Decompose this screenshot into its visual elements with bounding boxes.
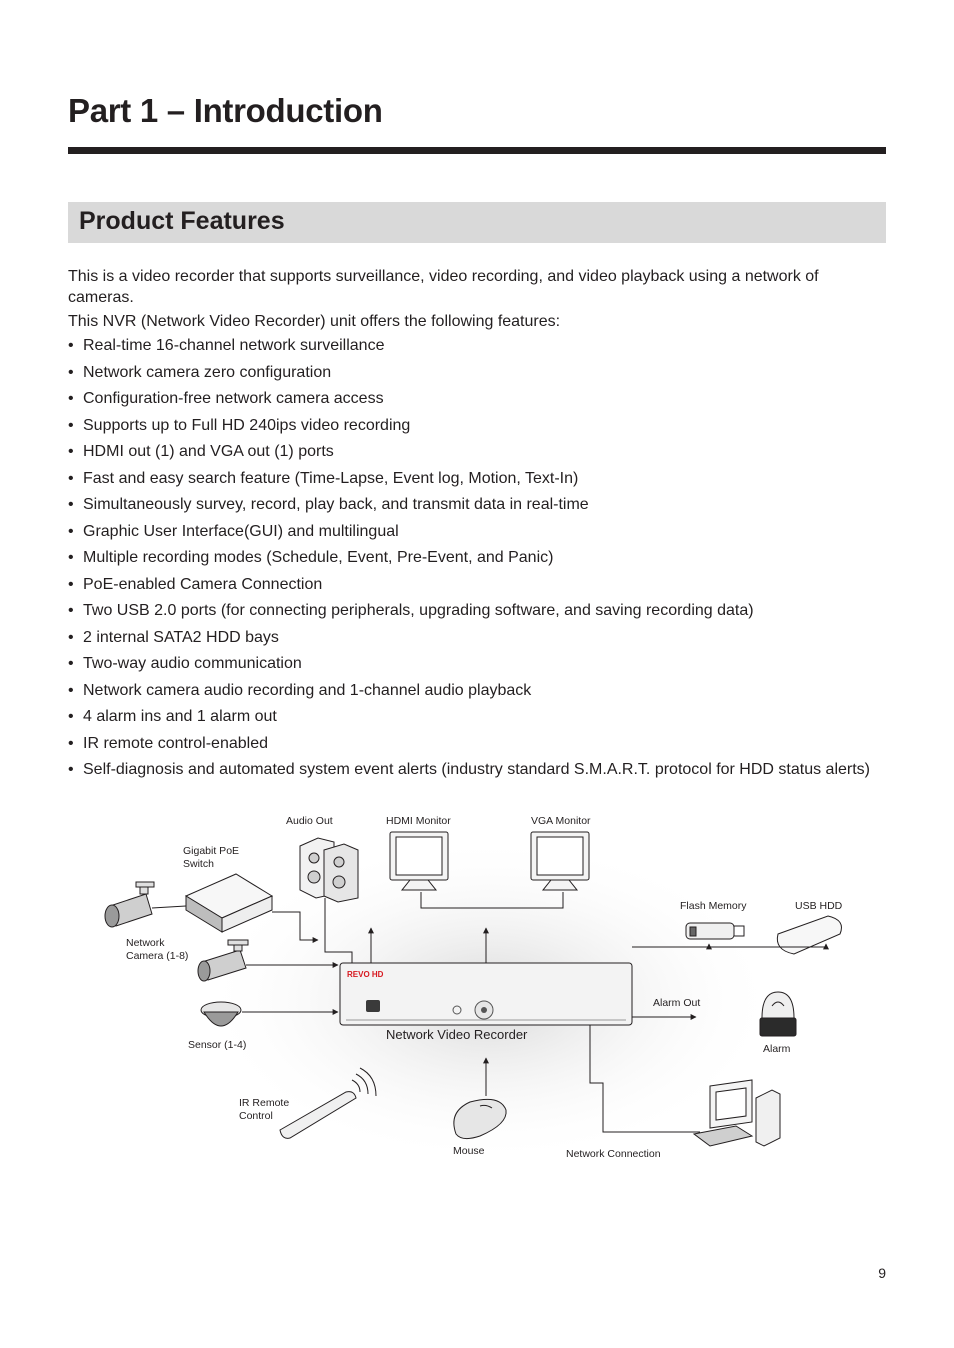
- power-button-icon: [452, 1005, 462, 1015]
- network-camera-icon: [104, 881, 155, 928]
- pc-icon: [692, 1079, 781, 1147]
- bullet-icon: •: [68, 575, 74, 593]
- alarm-icon: [759, 991, 797, 1037]
- bullet-icon: •: [68, 602, 74, 619]
- feature-item: •Graphic User Interface(GUI) and multili…: [68, 522, 399, 540]
- vga-monitor-label: VGA Monitor: [531, 815, 591, 827]
- bullet-icon: •: [68, 469, 74, 487]
- title-rule: [68, 147, 886, 154]
- ir-remote-label: Control: [239, 1110, 273, 1122]
- bullet-icon: •: [68, 734, 74, 752]
- flash-memory-icon: [685, 922, 745, 940]
- usb-hdd-icon: [776, 915, 842, 955]
- feature-item: •Network camera zero configuration: [68, 363, 332, 381]
- connection-lines: [151, 892, 829, 1133]
- feature-item: •Self-diagnosis and automated system eve…: [68, 761, 870, 778]
- page-number: 9: [878, 1265, 886, 1281]
- alarm-label: Alarm: [763, 1043, 791, 1055]
- feature-item: •Network camera audio recording and 1-ch…: [68, 681, 532, 699]
- feature-item: •Two-way audio communication: [68, 655, 302, 672]
- network-camera-label: Camera (1-8): [126, 950, 188, 962]
- bullet-icon: •: [68, 655, 74, 672]
- sensor-label: Sensor (1-4): [188, 1039, 246, 1051]
- feature-item: •PoE-enabled Camera Connection: [68, 575, 323, 593]
- poe-switch-label: Gigabit PoE: [183, 845, 239, 857]
- feature-item: •2 internal SATA2 HDD bays: [68, 628, 279, 646]
- bullet-icon: •: [68, 390, 74, 407]
- bullet-icon: •: [68, 628, 74, 646]
- feature-item: •Two USB 2.0 ports (for connecting perip…: [68, 602, 754, 619]
- brand-logo: REVO HD: [347, 970, 384, 979]
- network-camera-label: Network: [126, 937, 165, 949]
- feature-item: •Fast and easy search feature (Time-Laps…: [68, 469, 579, 487]
- feature-item: •Supports up to Full HD 240ips video rec…: [68, 416, 411, 434]
- page-title: Part 1 – Introduction: [68, 92, 383, 129]
- speaker-icon: [299, 837, 359, 903]
- ir-remote-label: IR Remote: [239, 1097, 289, 1109]
- bullet-icon: •: [68, 761, 74, 778]
- vga-monitor-icon: [530, 831, 590, 891]
- hdmi-monitor-label: HDMI Monitor: [386, 815, 451, 827]
- hdmi-monitor-icon: [389, 831, 449, 891]
- bullet-icon: •: [68, 337, 74, 354]
- network-connection-label: Network Connection: [566, 1148, 661, 1160]
- nvr-label: Network Video Recorder: [386, 1027, 528, 1042]
- ir-remote-icon: [279, 1067, 377, 1139]
- network-camera-icon: [197, 939, 249, 982]
- poe-switch-label: Switch: [183, 858, 214, 870]
- sensor-icon: [200, 1001, 242, 1027]
- mouse-label: Mouse: [453, 1145, 485, 1157]
- bullet-icon: •: [68, 443, 74, 460]
- bullet-icon: •: [68, 708, 74, 725]
- section-header-bar: Product Features: [68, 202, 886, 243]
- mouse-icon: [453, 1098, 507, 1140]
- nvr-device-icon: REVO HD: [339, 962, 633, 1026]
- usb-port-icon: [366, 1000, 380, 1012]
- bullet-icon: •: [68, 363, 74, 381]
- feature-item: •Real-time 16-channel network surveillan…: [68, 337, 385, 354]
- bullet-icon: •: [68, 522, 74, 540]
- intro-paragraph: This NVR (Network Video Recorder) unit o…: [68, 313, 561, 330]
- bullet-icon: •: [68, 549, 74, 566]
- feature-item: •IR remote control-enabled: [68, 734, 268, 752]
- poe-switch-icon: [184, 873, 274, 933]
- usb-hdd-label: USB HDD: [795, 900, 843, 912]
- bullet-icon: •: [68, 416, 74, 434]
- alarm-out-label: Alarm Out: [653, 997, 700, 1009]
- feature-item: •Multiple recording modes (Schedule, Eve…: [68, 549, 554, 566]
- connection-diagram: Audio Out HDMI Monitor VGA Monitor Gigab…: [104, 815, 843, 1165]
- feature-item: •HDMI out (1) and VGA out (1) ports: [68, 443, 334, 460]
- bullet-icon: •: [68, 496, 74, 513]
- bullet-icon: •: [68, 681, 74, 699]
- feature-item: •4 alarm ins and 1 alarm out: [68, 708, 277, 725]
- audio-out-label: Audio Out: [286, 815, 333, 827]
- feature-list: •Real-time 16-channel network surveillan…: [68, 336, 870, 787]
- intro-text: This is a video recorder that supports s…: [68, 266, 858, 335]
- intro-paragraph: This is a video recorder that supports s…: [68, 268, 819, 306]
- feature-item: •Simultaneously survey, record, play bac…: [68, 496, 589, 513]
- section-title: Product Features: [79, 207, 285, 235]
- feature-item: •Configuration-free network camera acces…: [68, 390, 384, 407]
- flash-memory-label: Flash Memory: [680, 900, 747, 912]
